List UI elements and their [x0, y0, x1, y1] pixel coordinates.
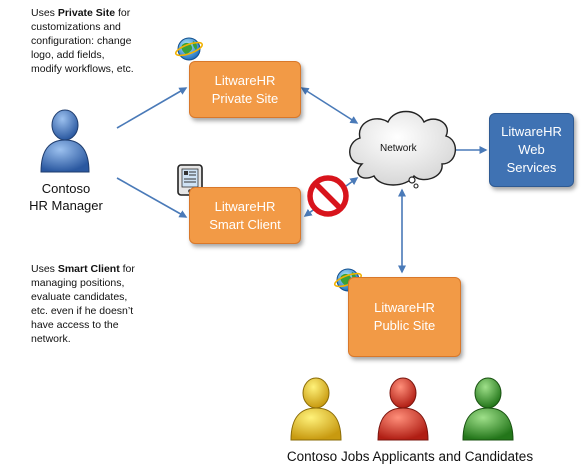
smart-client-note: Uses Smart Client for managing positions…	[31, 262, 181, 346]
private-site-note-line: logo, add fields,	[31, 49, 105, 61]
public-site-box-line: Public Site	[373, 318, 436, 333]
web-services-box-line: Web	[518, 142, 545, 157]
private-site-note-line: modify workflows, etc.	[31, 63, 134, 75]
network-cloud-icon	[349, 110, 456, 189]
applicant-green-person-icon	[462, 377, 514, 441]
private-site-box-line: Private Site	[211, 90, 279, 106]
smart-client-box-line: Smart Client	[209, 216, 281, 232]
private-site-note-bold: Private Site	[57, 7, 116, 19]
arrow-manager-to-private	[116, 87, 188, 129]
web-services-box: LitwareHR Web Services	[489, 113, 574, 187]
hr-manager-label-line: HR Manager	[29, 198, 103, 213]
network-label: Network	[380, 143, 417, 154]
applicant-yellow-person-icon	[290, 377, 342, 441]
smart-client-box-line: LitwareHR	[214, 198, 276, 214]
private-site-globe-icon	[174, 37, 204, 61]
private-site-box-line: LitwareHR	[214, 72, 276, 88]
private-site-note: Uses Private Site for customizations and…	[31, 6, 181, 76]
private-site-note-line: configuration: change	[31, 35, 132, 47]
smart-client-note-line: network.	[31, 333, 71, 345]
web-services-box-line: LitwareHR	[501, 124, 562, 139]
smart-client-note-line: managing positions,	[31, 277, 125, 289]
hr-manager-label-line: Contoso	[41, 181, 91, 196]
private-site-note-line: customizations and	[31, 21, 121, 33]
hr-manager-person-icon	[40, 109, 90, 173]
no-access-sign-icon	[307, 175, 349, 217]
private-site-note-line: Uses Private Site for	[31, 7, 131, 19]
applicants-caption: Contoso Jobs Applicants and Candidates	[286, 449, 534, 464]
hr-manager-label: Contoso HR Manager	[25, 180, 107, 214]
smart-client-note-line: Uses Smart Client for	[31, 263, 135, 275]
private-site-box: LitwareHR Private Site	[189, 61, 301, 118]
smart-client-note-bold: Smart Client	[57, 263, 120, 275]
web-services-box-line: Services	[506, 160, 557, 175]
arrow-manager-to-smartclient	[116, 177, 188, 218]
public-site-box-line: LitwareHR	[374, 300, 435, 315]
public-site-box: LitwareHR Public Site	[348, 277, 461, 357]
smart-client-note-line: have access to the	[31, 319, 119, 331]
smart-client-note-line: etc. even if he doesn’t	[31, 305, 134, 317]
smart-client-box: LitwareHR Smart Client	[189, 187, 301, 244]
applicant-red-person-icon	[377, 377, 429, 441]
arrow-private-network	[300, 87, 359, 124]
smart-client-note-line: evaluate candidates,	[31, 291, 128, 303]
